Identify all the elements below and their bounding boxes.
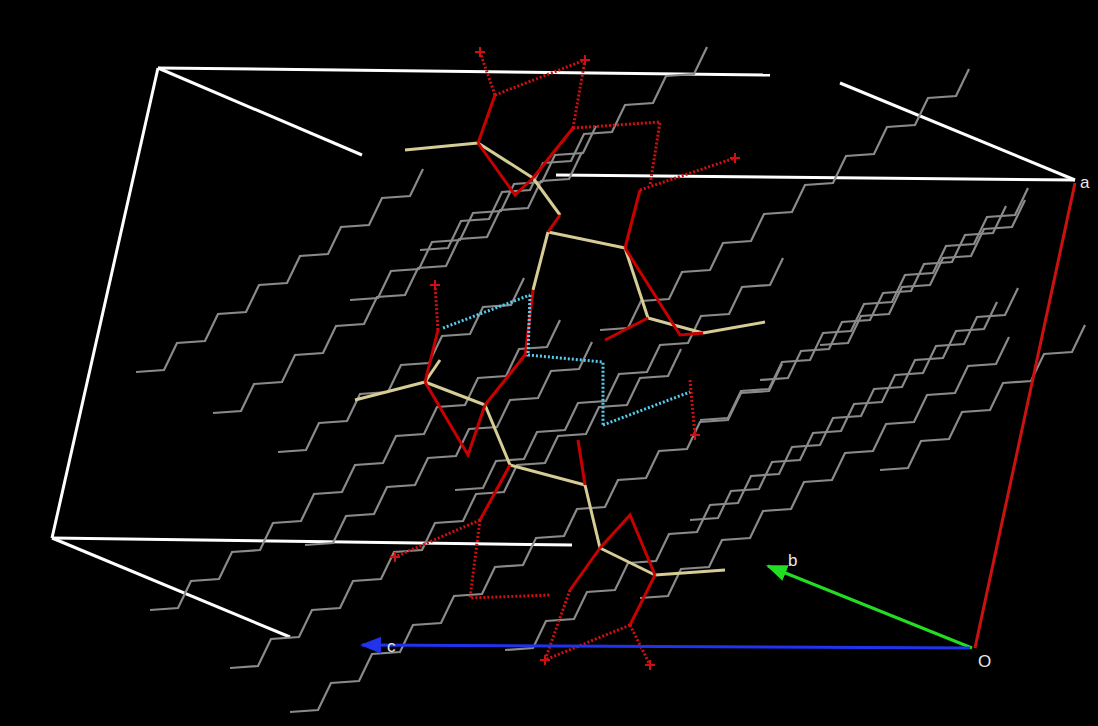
alkyl-chain <box>880 325 1085 470</box>
oxygen-bond <box>478 143 533 195</box>
axis-label: b <box>788 552 797 569</box>
alkyl-chain <box>700 188 1028 420</box>
oxygen-bond <box>630 575 655 625</box>
atom-cross <box>645 660 655 670</box>
carbon-bond <box>478 143 533 178</box>
hydrogen-bond <box>690 380 695 435</box>
atom-cross <box>540 655 550 665</box>
hydrogen-bond <box>443 295 530 328</box>
alkyl-chain <box>230 349 681 668</box>
atom-cross <box>730 153 740 163</box>
hydrogen-bond <box>545 590 570 660</box>
alkyl-chain <box>820 200 1025 345</box>
oxygen-bond <box>570 548 600 590</box>
oxygen-bond <box>480 465 510 520</box>
hydrogen-bond <box>603 392 690 425</box>
oxygen-bond <box>485 355 525 405</box>
alkyl-chain <box>505 302 997 650</box>
oxygen-bond <box>425 382 485 455</box>
carbon-bond <box>485 405 510 465</box>
carbon-bond <box>510 465 585 485</box>
oxygen-bond <box>548 215 560 232</box>
a-axis <box>975 183 1075 648</box>
oxygen-bond <box>600 515 655 575</box>
alkyl-chain <box>278 278 524 452</box>
atom-cross <box>390 552 400 562</box>
hydrogen-bond <box>495 60 585 95</box>
alkyl-chain <box>136 169 423 372</box>
hydrogen-bond <box>470 520 550 598</box>
hydrogen-bond <box>545 625 630 660</box>
oxygen-bond <box>533 128 573 178</box>
carbon-bond <box>548 232 625 248</box>
axis-label: c <box>387 638 396 655</box>
hydrogen-bond <box>573 122 660 185</box>
atom-cross <box>580 55 590 65</box>
carbon-bond <box>425 382 485 405</box>
alkyl-chain <box>420 47 707 250</box>
oxygen-bond <box>578 440 585 485</box>
carbon-bond <box>533 178 560 215</box>
carbon-bond <box>703 322 765 333</box>
oxygen-bond <box>625 190 640 248</box>
hydrogen-bond <box>435 285 438 330</box>
carbon-bond <box>533 232 548 290</box>
unit-cell-edge <box>158 68 362 155</box>
alkyl-chain <box>290 364 782 712</box>
unit-cell-edge <box>840 83 1075 180</box>
oxygen-bond <box>625 248 703 335</box>
atom-cross <box>475 47 485 57</box>
oxygen-bond <box>605 318 648 340</box>
alkyl-chain <box>640 337 1009 598</box>
carbon-bond <box>655 570 725 575</box>
axis-label: a <box>1080 174 1089 191</box>
hydrogen-bond <box>480 52 495 95</box>
atom-cross <box>690 430 700 440</box>
c-axis <box>362 645 970 648</box>
unit-cell-edge <box>52 68 158 538</box>
carbon-bond <box>405 143 478 150</box>
hydrogen-bond <box>528 295 603 425</box>
alkyl-chain <box>455 258 783 490</box>
carbon-bond <box>585 485 600 548</box>
hydrogen-bond <box>573 60 585 128</box>
alkyl-chain <box>350 126 596 300</box>
unit-cell-edge <box>52 538 290 637</box>
hydrogen-bond <box>395 520 480 557</box>
unit-cell-edge <box>556 175 1075 180</box>
unit-cell-edge <box>158 68 770 75</box>
hydrogen-bond <box>640 158 735 190</box>
alkyl-chain <box>600 69 969 330</box>
carbon-bond <box>625 248 648 318</box>
carbon-bond <box>355 382 425 400</box>
b-axis <box>768 566 972 648</box>
alkyl-chain <box>305 342 592 545</box>
atom-cross <box>430 280 440 290</box>
oxygen-bond <box>425 330 438 382</box>
alkyl-chain <box>760 206 1006 380</box>
axis-label: O <box>978 653 991 670</box>
oxygen-bond <box>478 95 495 143</box>
